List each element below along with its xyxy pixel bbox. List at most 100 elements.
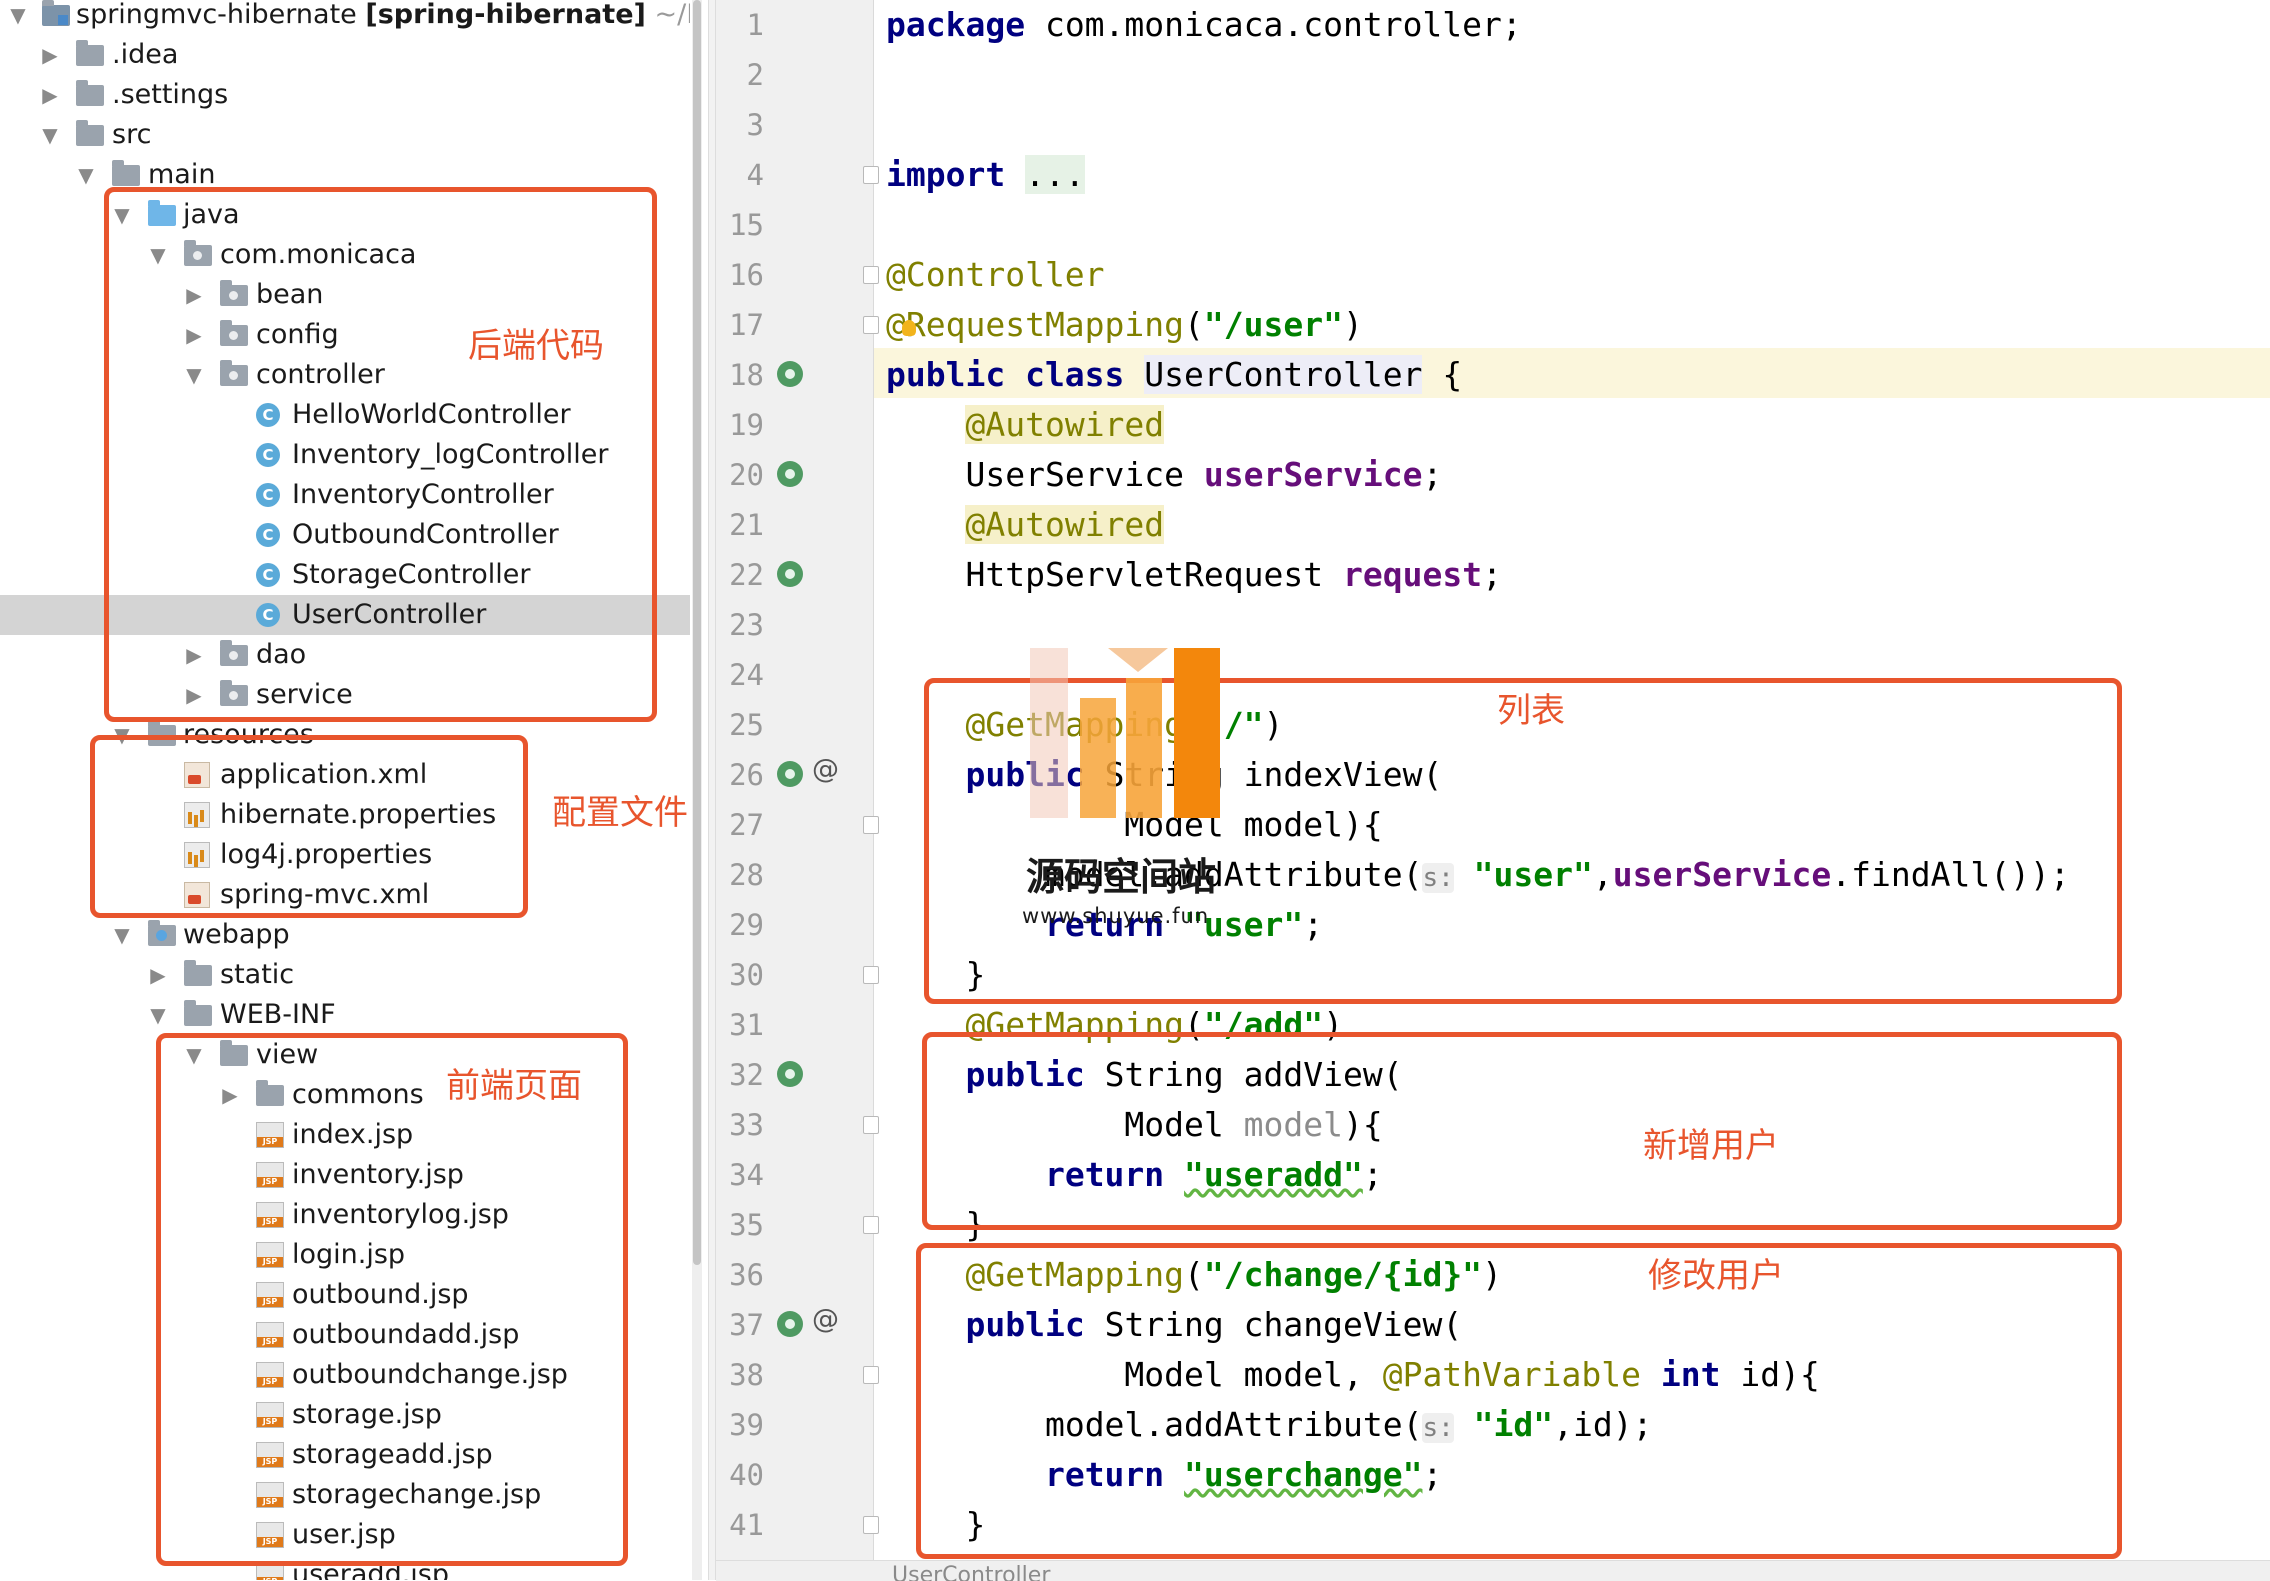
tree-item-file[interactable]: log4j.properties (0, 835, 690, 875)
spring-endpoint-icon[interactable] (777, 1311, 803, 1337)
tree-item-class[interactable]: C OutboundController (0, 515, 690, 555)
tree-item-class[interactable]: C Inventory_logController (0, 435, 690, 475)
tree-label: main (148, 159, 216, 190)
code-text: ) (1263, 705, 1284, 744)
web-mapping-icon[interactable]: @ (812, 1304, 839, 1335)
tree-item-dao[interactable]: ▶ dao (0, 635, 690, 675)
chevron-down-icon[interactable]: ▼ (42, 123, 58, 147)
code-line: } (886, 1500, 985, 1550)
tree-item-jsp[interactable]: outboundchange.jsp (0, 1355, 690, 1395)
tree-item-package[interactable]: ▼ com.monicaca (0, 235, 690, 275)
breadcrumb-class[interactable]: UserController (892, 1563, 1051, 1581)
tree-item-class[interactable]: C HelloWorldController (0, 395, 690, 435)
tree-item-config[interactable]: ▶ config (0, 315, 690, 355)
tree-item-class[interactable]: C InventoryController (0, 475, 690, 515)
chevron-right-icon[interactable]: ▶ (42, 43, 58, 67)
tree-label: WEB-INF (220, 999, 336, 1030)
tree-item-class[interactable]: C StorageController (0, 555, 690, 595)
tree-item-jsp[interactable]: login.jsp (0, 1235, 690, 1275)
line-number: 39 (729, 1408, 764, 1442)
note-list: 列表 (1497, 691, 1565, 731)
tree-label: src (112, 119, 152, 150)
tree-item-jsp[interactable]: outboundadd.jsp (0, 1315, 690, 1355)
code-text: ; (1303, 905, 1324, 944)
tree-item-src[interactable]: ▼ src (0, 115, 690, 155)
spring-autowire-icon[interactable] (777, 561, 803, 587)
chevron-down-icon[interactable]: ▼ (150, 243, 166, 267)
tree-item-settings[interactable]: ▶ .settings (0, 75, 690, 115)
web-mapping-icon[interactable]: @ (812, 754, 839, 785)
fold-toggle-icon[interactable] (863, 266, 879, 284)
tree-item-file[interactable]: application.xml (0, 755, 690, 795)
chevron-right-icon[interactable]: ▶ (186, 683, 202, 707)
chevron-down-icon[interactable]: ▼ (186, 1043, 202, 1067)
tree-item-jsp[interactable]: storageadd.jsp (0, 1435, 690, 1475)
fold-toggle-icon[interactable] (863, 1516, 879, 1534)
tree-item-jsp[interactable]: inventorylog.jsp (0, 1195, 690, 1235)
chevron-down-icon[interactable]: ▼ (114, 923, 130, 947)
properties-file-icon (184, 802, 210, 828)
lightbulb-icon[interactable] (902, 320, 916, 336)
tree-item-jsp[interactable]: index.jsp (0, 1115, 690, 1155)
tree-item-java[interactable]: ▼ java (0, 195, 690, 235)
code-field: userService (1203, 455, 1423, 494)
tree-item-main[interactable]: ▼ main (0, 155, 690, 195)
code-string: "user" (1184, 905, 1304, 944)
spring-bean-icon[interactable] (777, 361, 803, 387)
tree-item-service[interactable]: ▶ service (0, 675, 690, 715)
tree-item-static[interactable]: ▶ static (0, 955, 690, 995)
tree-item-jsp[interactable]: storagechange.jsp (0, 1475, 690, 1515)
note-backend: 后端代码 (468, 326, 604, 366)
xml-file-icon (184, 762, 210, 788)
chevron-right-icon[interactable]: ▶ (222, 1083, 238, 1107)
tree-item-root[interactable]: ▼ springmvc-hibernate [spring-hibernate]… (0, 0, 690, 35)
tree-item-bean[interactable]: ▶ bean (0, 275, 690, 315)
tree-item-jsp[interactable]: user.jsp (0, 1515, 690, 1555)
line-number: 22 (729, 558, 764, 592)
spring-endpoint-icon[interactable] (777, 1061, 803, 1087)
spring-endpoint-icon[interactable] (777, 761, 803, 787)
package-icon (220, 680, 248, 706)
tree-item-webapp[interactable]: ▼ webapp (0, 915, 690, 955)
pane-splitter[interactable] (708, 0, 716, 1580)
line-number: 18 (729, 358, 764, 392)
jsp-file-icon (256, 1122, 284, 1148)
tree-item-file[interactable]: spring-mvc.xml (0, 875, 690, 915)
chevron-down-icon[interactable]: ▼ (150, 1003, 166, 1027)
tree-item-controller[interactable]: ▼ controller (0, 355, 690, 395)
tree-item-view[interactable]: ▼ view (0, 1035, 690, 1075)
tree-scrollbar-thumb[interactable] (693, 0, 701, 1265)
jsp-file-icon (256, 1402, 284, 1428)
web-folder-icon (148, 920, 176, 946)
chevron-down-icon[interactable]: ▼ (10, 3, 26, 27)
tree-item-jsp[interactable]: storage.jsp (0, 1395, 690, 1435)
code-line: return "userchange"; (886, 1450, 1442, 1500)
watermark-title: 源码空间站 (1026, 855, 1217, 899)
fold-toggle-icon[interactable] (863, 1366, 879, 1384)
tree-item-file[interactable]: hibernate.properties (0, 795, 690, 835)
folded-imports[interactable]: ... (1025, 155, 1085, 194)
chevron-down-icon[interactable]: ▼ (186, 363, 202, 387)
spring-autowire-icon[interactable] (777, 461, 803, 487)
tree-item-idea[interactable]: ▶ .idea (0, 35, 690, 75)
code-keyword: public class (886, 355, 1125, 394)
fold-toggle-icon[interactable] (863, 1216, 879, 1234)
code-annotation: @GetMapping (965, 1005, 1185, 1044)
chevron-right-icon[interactable]: ▶ (186, 283, 202, 307)
fold-toggle-icon[interactable] (863, 316, 879, 334)
tree-item-webinf[interactable]: ▼ WEB-INF (0, 995, 690, 1035)
fold-toggle-icon[interactable] (863, 1116, 879, 1134)
chevron-right-icon[interactable]: ▶ (150, 963, 166, 987)
tree-item-jsp[interactable]: outbound.jsp (0, 1275, 690, 1315)
chevron-right-icon[interactable]: ▶ (186, 323, 202, 347)
fold-toggle-icon[interactable] (863, 816, 879, 834)
chevron-right-icon[interactable]: ▶ (186, 643, 202, 667)
chevron-down-icon[interactable]: ▼ (78, 163, 94, 187)
tree-item-class-selected[interactable]: C UserController (0, 595, 690, 635)
tree-item-jsp[interactable]: inventory.jsp (0, 1155, 690, 1195)
chevron-right-icon[interactable]: ▶ (42, 83, 58, 107)
fold-toggle-icon[interactable] (863, 166, 879, 184)
tree-item-commons[interactable]: ▶ commons (0, 1075, 690, 1115)
chevron-down-icon[interactable]: ▼ (114, 203, 130, 227)
fold-toggle-icon[interactable] (863, 966, 879, 984)
